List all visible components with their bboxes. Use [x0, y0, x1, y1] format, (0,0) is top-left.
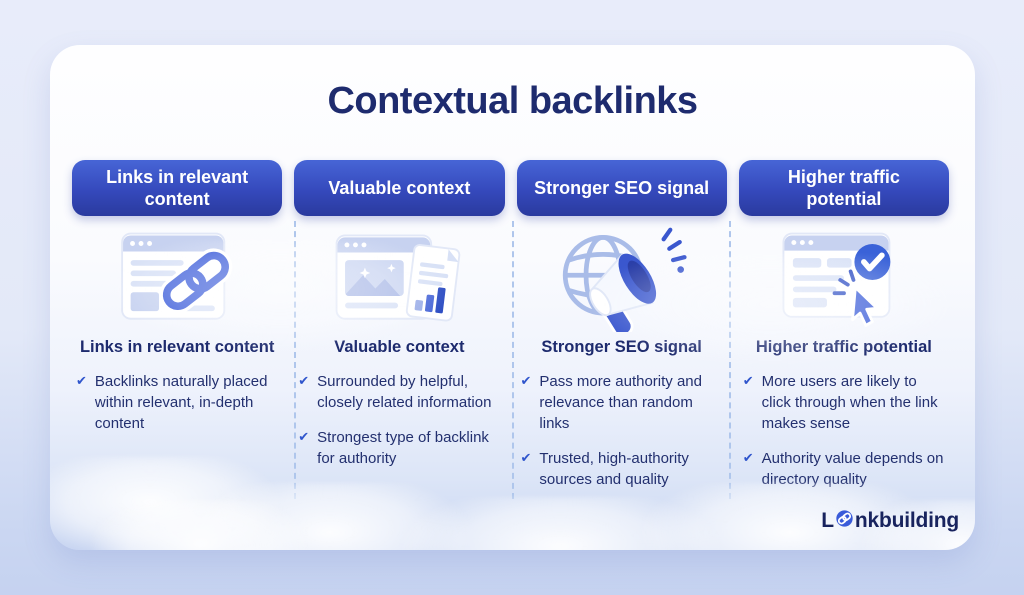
cloud-decoration [400, 497, 720, 550]
browser-check-cursor-icon [739, 223, 949, 335]
header-pill-stronger-seo-signal: Stronger SEO signal [516, 160, 727, 216]
column-links-in-relevant-content: Links in relevant content ✔ Backlinks na… [72, 216, 282, 504]
check-icon: ✔ [520, 373, 532, 388]
check-icon: ✔ [298, 429, 310, 444]
bullet-text: Authority value depends on directory qua… [761, 450, 944, 488]
bullet-text: Strongest type of backlink for authority [317, 429, 489, 467]
check-icon: ✔ [298, 373, 310, 388]
check-icon: ✔ [742, 450, 754, 465]
bullet-item: ✔ More users are likely to click through… [743, 371, 947, 434]
infographic-card: Contextual backlinks Links in relevant c… [50, 45, 975, 550]
globe-megaphone-icon [517, 223, 727, 335]
column-divider [512, 221, 514, 499]
header-pill-higher-traffic-potential: Higher traffic potential [738, 160, 949, 216]
bullet-list: ✔ Backlinks naturally placed within rele… [72, 371, 282, 434]
bullet-list: ✔ Surrounded by helpful, closely related… [294, 371, 504, 469]
check-icon: ✔ [520, 450, 532, 465]
header-pill-valuable-context: Valuable context [294, 160, 505, 216]
column-title: Valuable context [334, 338, 465, 356]
linkbuilding-logo: L nkbuilding [821, 507, 959, 534]
bullet-item: ✔ Backlinks naturally placed within rele… [76, 371, 280, 434]
bullet-text: Surrounded by helpful, closely related i… [317, 373, 492, 411]
bullet-list: ✔ More users are likely to click through… [739, 371, 949, 490]
bullet-item: ✔ Strongest type of backlink for authori… [298, 427, 502, 469]
column-title: Higher traffic potential [755, 338, 932, 356]
header-pill-row: Links in relevant content Valuable conte… [50, 160, 975, 216]
link-circle-icon [834, 507, 855, 534]
header-pill-links-in-relevant-content: Links in relevant content [72, 160, 283, 216]
logo-prefix: L [821, 508, 834, 532]
logo-suffix: nkbuilding [854, 508, 959, 532]
column-title: Stronger SEO signal [541, 338, 702, 356]
bullet-list: ✔ Pass more authority and relevance than… [517, 371, 727, 490]
check-icon: ✔ [76, 373, 87, 388]
check-icon: ✔ [742, 373, 754, 388]
bullet-text: Trusted, high-authority sources and qual… [539, 450, 689, 488]
bullet-item: ✔ Authority value depends on directory q… [743, 448, 947, 490]
column-stronger-seo-signal: Stronger SEO signal ✔ Pass more authorit… [517, 216, 727, 504]
browser-document-chart-icon [294, 223, 504, 335]
bullet-item: ✔ Trusted, high-authority sources and qu… [521, 448, 725, 490]
column-body-row: Links in relevant content ✔ Backlinks na… [50, 216, 975, 504]
browser-link-icon [72, 223, 282, 335]
page-title: Contextual backlinks [327, 80, 698, 122]
bullet-item: ✔ Surrounded by helpful, closely related… [298, 371, 502, 413]
bullet-text: More users are likely to click through w… [761, 373, 938, 432]
column-divider [294, 221, 296, 499]
cloud-decoration [90, 500, 310, 550]
bullet-text: Backlinks naturally placed within releva… [94, 373, 268, 432]
bullet-item: ✔ Pass more authority and relevance than… [521, 371, 725, 434]
column-title: Links in relevant content [79, 338, 275, 356]
bullet-text: Pass more authority and relevance than r… [539, 373, 702, 432]
column-higher-traffic-potential: Higher traffic potential ✔ More users ar… [739, 216, 949, 504]
column-divider [729, 221, 731, 499]
column-valuable-context: Valuable context ✔ Surrounded by helpful… [294, 216, 504, 504]
